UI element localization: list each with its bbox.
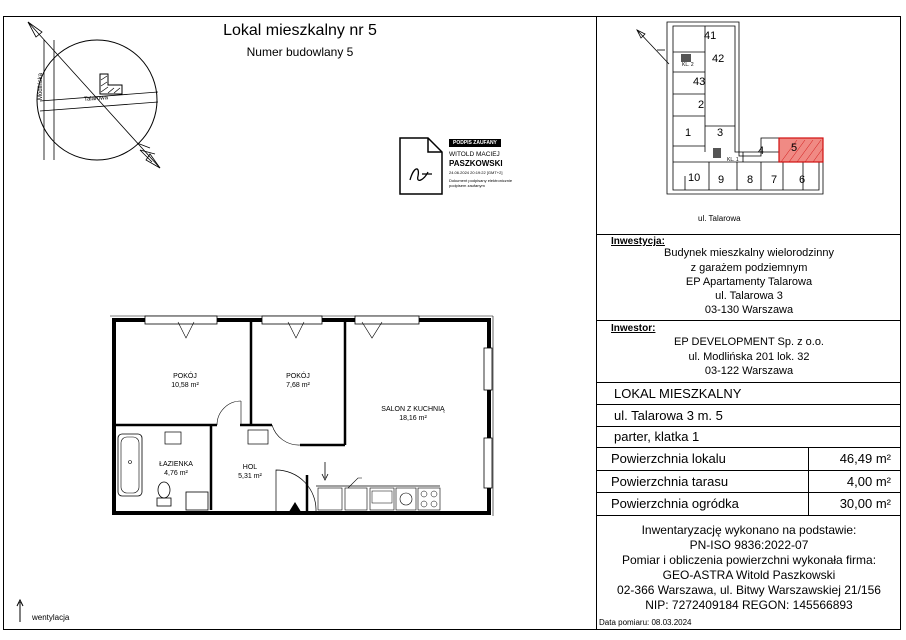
survey-line: 02-366 Warszawa, ul. Bitwy Warszawskiej … (617, 583, 881, 597)
investment-line: ul. Talarowa 3 (715, 290, 783, 302)
stair-label-kl1: KL. 1 (727, 157, 739, 163)
divider (597, 404, 901, 405)
room-name: ŁAZIENKA (159, 461, 193, 468)
divider (597, 492, 901, 493)
investment-label: Inwestycja: (611, 236, 665, 247)
area-row-ogrodek: Powierzchnia ogródka 30,00 m² (597, 493, 901, 515)
location-map (27, 21, 161, 169)
north-arrow-icon (27, 21, 161, 169)
area-label: Powierzchnia tarasu (611, 474, 729, 489)
unit-floor: parter, klatka 1 (614, 429, 700, 444)
survey-line: PN-ISO 9836:2022-07 (689, 538, 809, 552)
building-marker-icon (99, 73, 123, 95)
divider (597, 320, 901, 321)
investor-label: Inwestor: (611, 323, 656, 334)
page-title: Lokal mieszkalny nr 5 (223, 22, 377, 39)
divider (597, 447, 901, 448)
area-value: 46,49 m² (839, 451, 891, 466)
room-area: 7,68 m² (286, 382, 310, 389)
unit-label-42: 42 (712, 53, 725, 65)
trusted-signature-badge: PODPIS ZAUFANY (449, 139, 501, 147)
unit-label-1: 1 (685, 127, 692, 139)
divider (597, 470, 901, 471)
signer-name-line2: PASZKOWSKI (449, 159, 503, 168)
room-name: HOL (242, 464, 258, 471)
unit-label-4: 4 (758, 145, 765, 157)
investment-line: z garażem podziemnym (690, 262, 808, 274)
room-area: 18,16 m² (399, 415, 427, 422)
room-area: 4,76 m² (164, 470, 188, 477)
divider (597, 234, 901, 235)
area-row-taras: Powierzchnia tarasu 4,00 m² (597, 471, 901, 493)
room-living-kitchen: SALON Z KUCHNIĄ 18,16 m² (368, 405, 458, 423)
room-area: 5,31 m² (238, 473, 262, 480)
room-bedroom-2: POKÓJ 7,68 m² (263, 372, 333, 390)
room-bathroom: ŁAZIENKA 4,76 m² (148, 460, 204, 478)
area-row-lokal: Powierzchnia lokalu 46,49 m² (597, 448, 901, 470)
unit-label-8: 8 (747, 174, 754, 186)
key-plan (636, 21, 824, 195)
entry-arrow-icon (287, 502, 303, 515)
room-name: SALON Z KUCHNIĄ (381, 406, 445, 413)
unit-label-5: 5 (791, 142, 798, 154)
unit-label-3: 3 (717, 127, 724, 139)
drawing-frame (3, 16, 901, 630)
investment-line: 03-130 Warszawa (704, 304, 794, 316)
room-bedroom-1: POKÓJ 10,58 m² (150, 372, 220, 390)
area-label: Powierzchnia lokalu (611, 451, 726, 466)
unit-label-43: 43 (693, 76, 706, 88)
unit-address: ul. Talarowa 3 m. 5 (614, 408, 723, 423)
title-block-divider (596, 16, 597, 630)
survey-line: NIP: 7272409184 REGON: 145566893 (645, 598, 853, 612)
signer-name-line1: WITOLD MACIEJ (449, 151, 500, 158)
room-name: POKÓJ (286, 373, 310, 380)
investor-line: ul. Modlińska 201 lok. 32 (688, 351, 810, 363)
area-value: 30,00 m² (839, 496, 891, 511)
page-subtitle: Numer budowlany 5 (246, 45, 354, 59)
room-hall: HOL 5,31 m² (225, 463, 275, 481)
survey-line: GEO-ASTRA Witold Paszkowski (662, 568, 836, 582)
room-area: 10,58 m² (171, 382, 199, 389)
document-icon (399, 137, 443, 195)
signature-note-line2: podpisem zaufanym (449, 183, 485, 188)
area-label: Powierzchnia ogródka (611, 496, 739, 511)
room-name: POKÓJ (173, 373, 197, 380)
investment-line: EP Apartamenty Talarowa (685, 276, 813, 288)
investor-line: EP DEVELOPMENT Sp. z o.o. (674, 336, 824, 348)
divider (597, 515, 901, 516)
unit-label-41: 41 (704, 30, 717, 42)
investor-line: 03-122 Warszawa (704, 365, 794, 377)
unit-label-7: 7 (771, 174, 778, 186)
area-value: 4,00 m² (846, 474, 891, 489)
unit-label-6: 6 (799, 174, 806, 186)
unit-label-10: 10 (688, 172, 701, 184)
signature-timestamp: 24.06.2024 20:19:22 [GMT+2] (449, 170, 503, 175)
unit-label-2: 2 (698, 99, 705, 111)
floor-plan (16, 315, 494, 622)
survey-line: Inwentaryzację wykonano na podstawie: (641, 523, 857, 537)
investment-line: Budynek mieszkalny wielorodzinny (664, 247, 834, 259)
unit-heading: LOKAL MIESZKALNY (614, 386, 742, 401)
divider (597, 382, 901, 383)
key-plan-street-label: ul. Talarowa (698, 214, 741, 223)
ventilation-legend: wentylacja (32, 613, 70, 622)
stair-label-kl2: KL. 2 (682, 62, 694, 68)
unit-label-9: 9 (718, 174, 725, 186)
survey-line: Pomiar i obliczenia powierzchni wykonała… (621, 553, 877, 567)
signature-note-line1: Dokument podpisany elektronicznie (449, 178, 513, 183)
survey-date: Data pomiaru: 08.03.2024 (599, 618, 692, 627)
divider (597, 426, 901, 427)
